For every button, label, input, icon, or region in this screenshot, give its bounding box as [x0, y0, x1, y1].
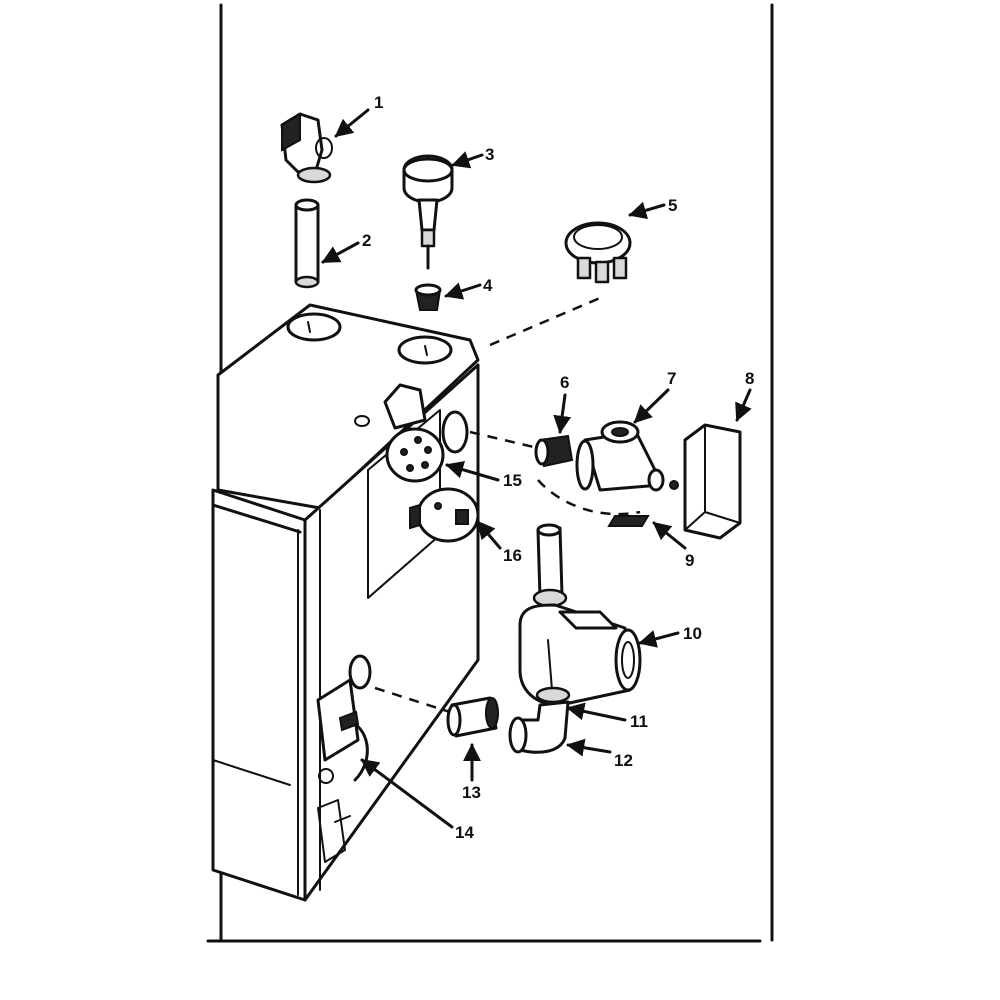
part-6 [534, 434, 574, 468]
callout-6: 6 [560, 373, 569, 392]
part-4 [414, 283, 442, 311]
part-8 [683, 423, 742, 540]
callout-9: 9 [685, 551, 694, 570]
part-14 [338, 710, 369, 782]
boiler-cabinet [211, 303, 480, 902]
callout-4: 4 [483, 276, 493, 295]
drain-bracket [316, 678, 360, 762]
callout-11: 11 [630, 712, 648, 731]
top-opening-left [286, 312, 342, 342]
part-2 [294, 198, 320, 289]
callout-14: 14 [455, 823, 474, 842]
callout-7: 7 [667, 369, 676, 388]
part-5 [564, 221, 632, 284]
part-7 [575, 420, 679, 492]
part-15 [383, 383, 469, 483]
callout-5: 5 [668, 196, 677, 215]
callout-1: 1 [374, 93, 383, 112]
assembly-lines [374, 296, 641, 714]
leader-arrows [321, 108, 752, 829]
callout-8: 8 [745, 369, 754, 388]
part-1 [280, 112, 333, 184]
callout-12: 12 [614, 751, 633, 770]
part-3 [402, 154, 454, 270]
part-10 [518, 523, 642, 707]
return-opening [348, 654, 372, 690]
callout-3: 3 [485, 145, 494, 164]
callout-15: 15 [503, 471, 522, 490]
callout-16: 16 [503, 546, 522, 565]
part-9 [607, 515, 650, 527]
callout-2: 2 [362, 231, 371, 250]
part-16 [409, 487, 480, 543]
part-12 [508, 700, 570, 754]
part-11 [535, 686, 571, 704]
part-13 [446, 696, 499, 738]
callout-labels: 1 2 3 4 5 6 7 8 9 10 11 12 13 14 15 16 [362, 93, 754, 842]
callout-13: 13 [462, 783, 481, 802]
callout-10: 10 [683, 624, 702, 643]
